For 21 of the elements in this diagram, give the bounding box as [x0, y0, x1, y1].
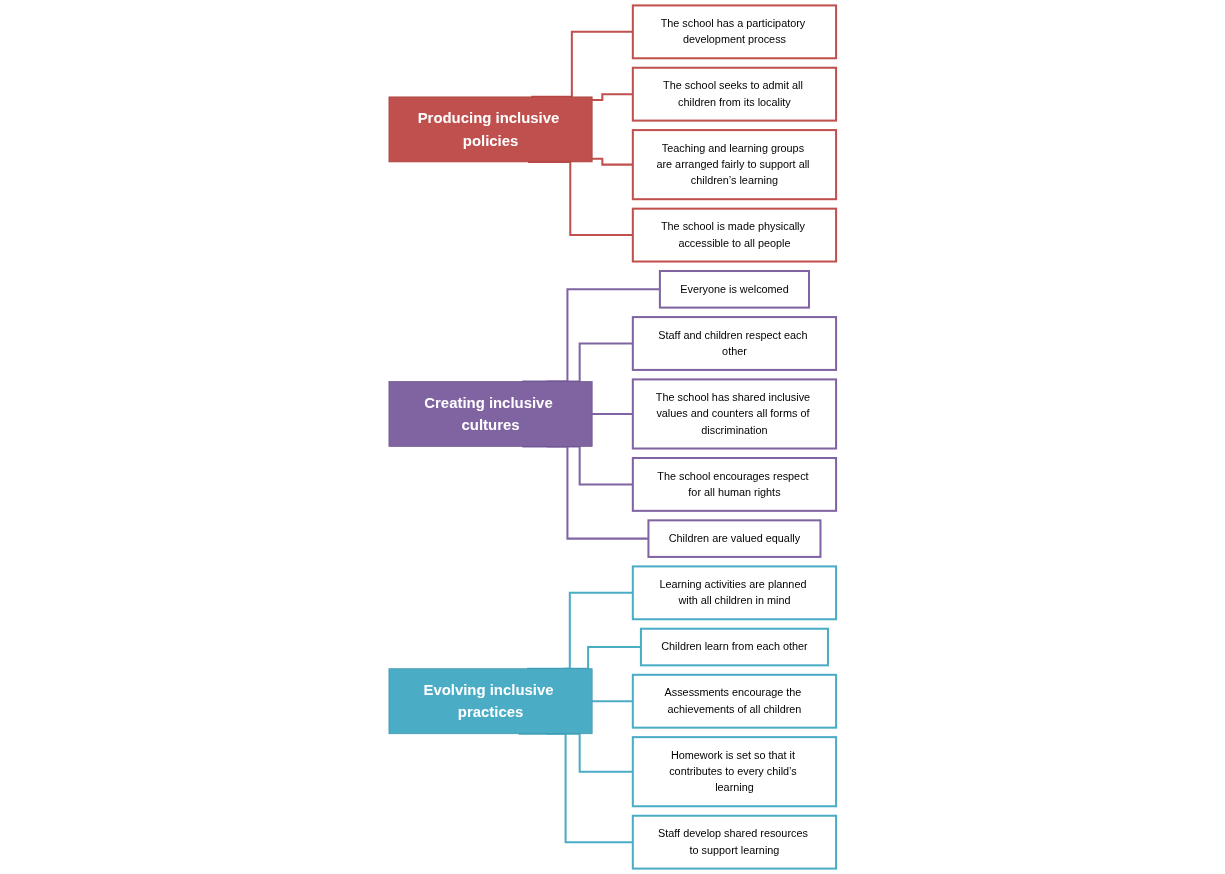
node-box: Staff and children respect each other — [631, 316, 838, 371]
node-box: Children are valued equally — [647, 519, 822, 558]
node-box: The school is made physically accessible to all people — [631, 207, 838, 263]
node-box: Homework is set so that it contributes to every child’s learning — [631, 736, 838, 808]
node-box: The school encourages respect for all human rights — [631, 457, 838, 512]
node-box: Producing inclusive policies — [388, 96, 593, 163]
node-box: The school has a participatory development process — [631, 4, 838, 60]
connector — [592, 700, 633, 703]
node-box: Assessments encourage the achievements of all children — [631, 673, 838, 729]
node-box: Creating inclusive cultures — [388, 381, 593, 447]
node-box: Teaching and learning groups are arranged fairly to support all children’s learning — [631, 129, 838, 201]
node-box: Everyone is welcomed — [658, 270, 811, 309]
node-box: Staff develop shared resources to support learning — [631, 814, 838, 870]
connector — [592, 412, 633, 415]
node-box: Learning activities are planned with all children in mind — [631, 565, 838, 621]
node-box: The school has shared inclusive values and counters all forms of discrimination — [631, 378, 838, 450]
connector — [592, 157, 633, 166]
node-box: Evolving inclusive practices — [388, 668, 593, 735]
node-box: The school seeks to admit all children from its locality — [631, 66, 838, 122]
node-box: Children learn from each other — [639, 627, 829, 667]
connector — [592, 93, 633, 102]
